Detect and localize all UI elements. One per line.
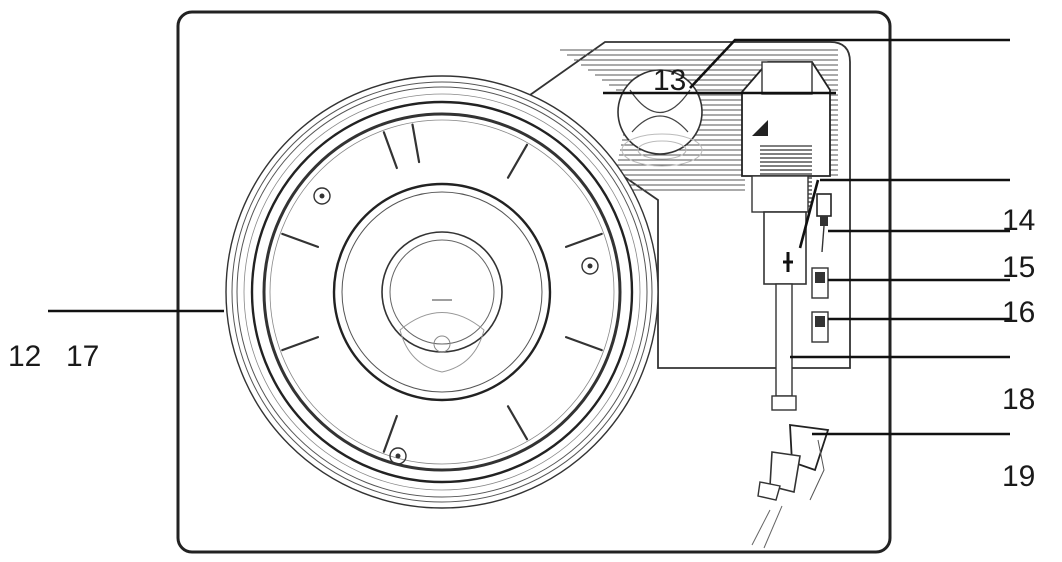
- label-19: 19: [1002, 460, 1035, 493]
- cue-lift-lever: [816, 193, 832, 253]
- platter-spoke: [411, 123, 421, 164]
- cue-disc: [617, 69, 703, 167]
- platter-spoke: [382, 131, 398, 170]
- platter-screw: [389, 447, 407, 465]
- label-18: 18: [1002, 383, 1035, 416]
- platter-spoke: [281, 232, 320, 248]
- platter-screw: [581, 257, 599, 275]
- label-16: 16: [1002, 296, 1035, 329]
- platter-spoke: [281, 336, 320, 352]
- headshell: [751, 423, 830, 549]
- platter-spoke: [564, 232, 603, 248]
- label-12: 12: [8, 340, 41, 373]
- platter-spoke: [506, 405, 529, 441]
- label-17: 17: [66, 340, 99, 373]
- callout-lines: [48, 38, 1010, 436]
- auto-stop-switch: [811, 311, 829, 343]
- platter-spoke: [506, 143, 529, 179]
- platter-screw: [313, 187, 331, 205]
- tonearm-assembly: [741, 61, 831, 411]
- platter: [225, 75, 659, 509]
- platter-spoke: [564, 336, 603, 352]
- label-14: 14: [1002, 204, 1035, 237]
- label-15: 15: [1002, 251, 1035, 284]
- label-13: 13: [653, 64, 686, 97]
- speed-switch: [811, 267, 829, 299]
- platter-spoke: [382, 414, 398, 453]
